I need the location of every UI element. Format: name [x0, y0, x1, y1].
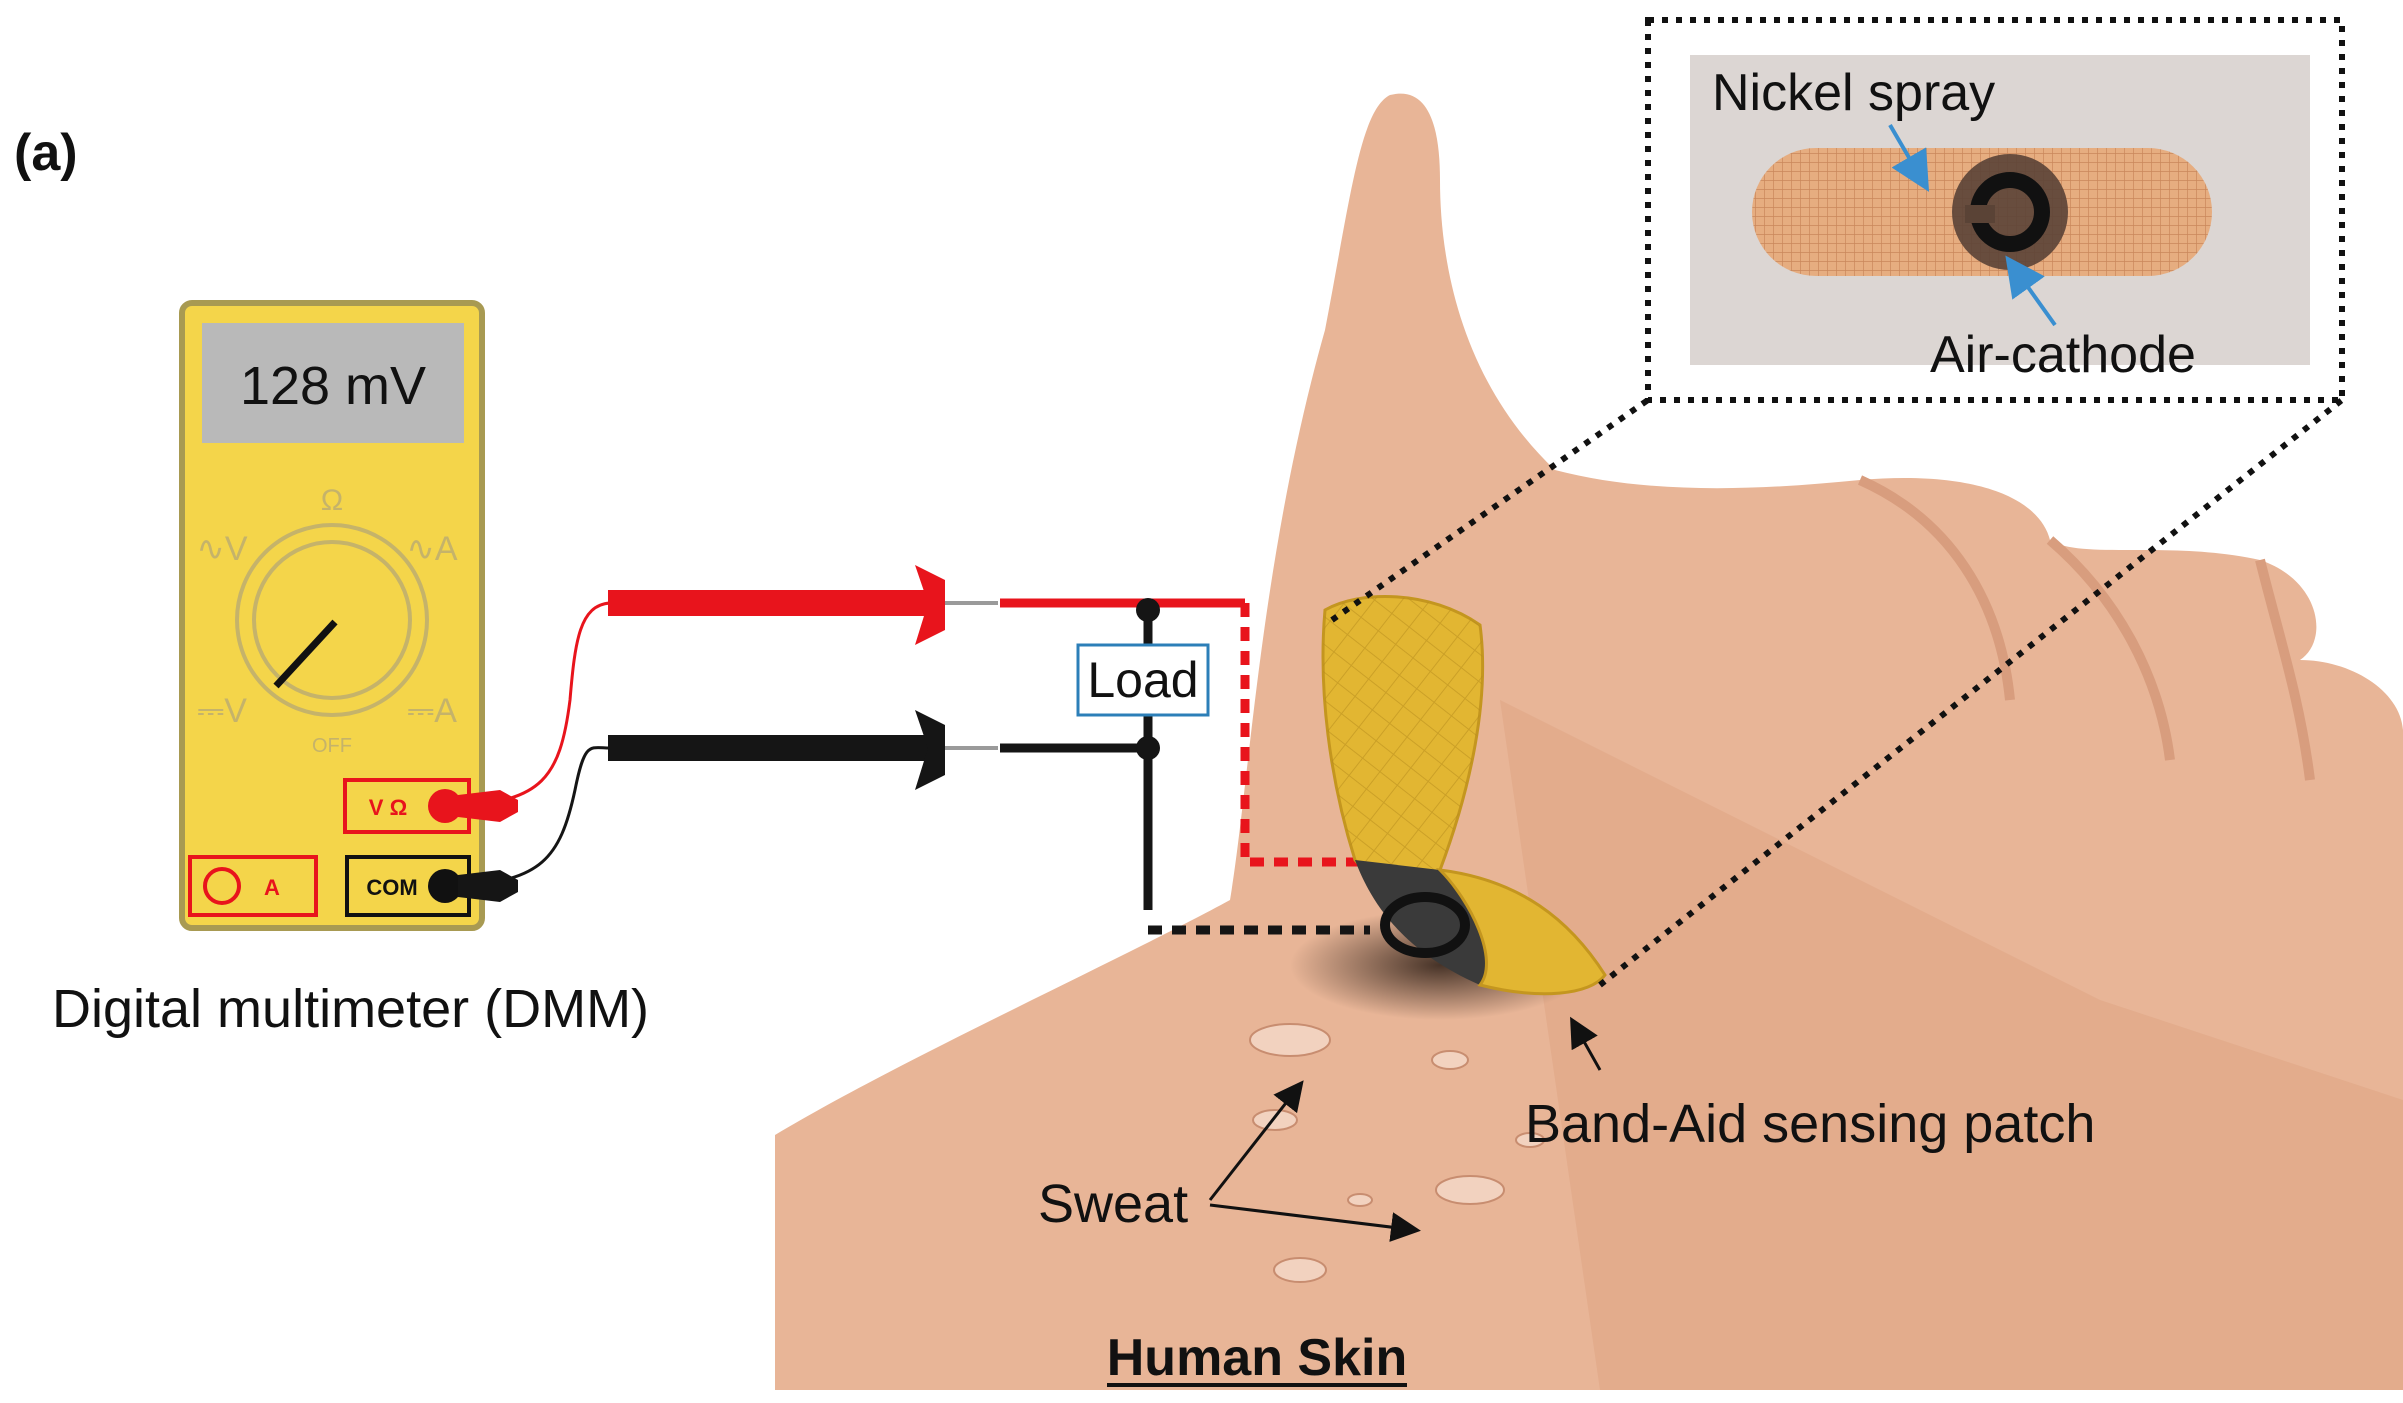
- dial-ac-a: ∿A: [406, 530, 457, 568]
- meter-reading: 128 mV: [240, 356, 426, 416]
- patch-upright-mesh: [1323, 596, 1483, 881]
- meter-dial-outer: [235, 523, 429, 717]
- dial-ohm: Ω: [321, 484, 343, 517]
- inset-nickel-spray: [1952, 154, 2068, 270]
- red-dashed-connection: [1240, 603, 1370, 867]
- inset-zoom: Nickel spray Air-cathode: [1330, 17, 2345, 988]
- human-skin-title: Human Skin: [1107, 1329, 1408, 1387]
- red-probe-handle: [608, 590, 928, 616]
- sweat-label: Sweat: [1038, 1174, 1188, 1234]
- load-box: [1076, 643, 1210, 717]
- patch-electrode: [1355, 860, 1487, 985]
- load-label: Load: [1087, 652, 1198, 708]
- meter-dial: [252, 540, 412, 700]
- red-plug: [458, 790, 518, 822]
- red-lead-wire: [461, 601, 611, 808]
- inset-nickel-label: Nickel spray: [1712, 64, 1995, 122]
- port-current-jack: [203, 867, 241, 905]
- port-common-label: COM: [366, 875, 417, 900]
- nickel-arrow: [1888, 123, 1930, 192]
- black-probe-handle: [608, 735, 928, 761]
- test-leads: [458, 565, 998, 902]
- port-common-jack: [428, 869, 462, 903]
- inset-leader-bottom: [1598, 397, 2344, 988]
- red-probe-guard: [915, 565, 945, 645]
- patch-flat-flap: [1435, 867, 1607, 996]
- hand-illustration: [775, 93, 2403, 1391]
- node-top: [1136, 598, 1160, 622]
- port-voltage-jack: [428, 789, 462, 823]
- port-voltage-label: V Ω: [369, 795, 407, 820]
- patch-electrode-ring: [1380, 892, 1470, 958]
- node-bottom: [1136, 736, 1160, 760]
- inset-cathode-gap: [1965, 205, 1995, 223]
- panel-label: (a): [14, 124, 78, 182]
- multimeter-caption: Digital multimeter (DMM): [52, 979, 649, 1039]
- dial-off: OFF: [312, 735, 352, 757]
- sweat-arrow-right: [1209, 1203, 1421, 1242]
- sweat-arrow-up: [1208, 1080, 1304, 1201]
- cathode-arrow: [2005, 255, 2057, 327]
- dial-ac-v: ∿V: [196, 530, 247, 568]
- sweat-droplets: [1249, 1023, 1545, 1283]
- black-probe-guard: [915, 710, 945, 790]
- port-current-box: [188, 855, 318, 917]
- finger-shading: [1857, 475, 2315, 781]
- patch-label: Band-Aid sensing patch: [1525, 1094, 2095, 1154]
- band-aid-patch: [1321, 594, 1607, 996]
- palm-shading: [1500, 700, 2403, 1390]
- black-plug: [458, 870, 518, 902]
- meter-dial-pointer: [273, 619, 338, 689]
- digital-multimeter: 128 mV Ω ∿V ∿A ⎓V ⎓A OFF V Ω A COM: [179, 300, 485, 931]
- meter-body: [179, 300, 485, 931]
- patch-arrow: [1570, 1016, 1602, 1071]
- dial-dc-a: ⎓A: [407, 692, 457, 730]
- port-current-label: A: [264, 875, 280, 900]
- meter-display: [202, 323, 464, 443]
- inset-cathode-label: Air-cathode: [1930, 326, 2196, 384]
- dial-dc-v: ⎓V: [197, 692, 247, 730]
- load-circuit: Load: [1000, 598, 1370, 935]
